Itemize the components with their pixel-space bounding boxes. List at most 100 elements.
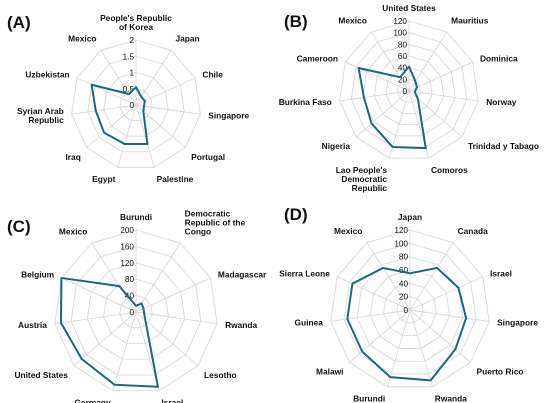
category-label: Egypt bbox=[92, 174, 115, 184]
grid-spoke bbox=[387, 309, 411, 387]
category-label: Palestine bbox=[157, 174, 194, 184]
category-label: Comoros bbox=[431, 165, 468, 175]
grid-spoke bbox=[409, 276, 483, 311]
grid-spoke bbox=[409, 309, 433, 387]
category-label: Singapore bbox=[208, 110, 249, 120]
category-label: Austria bbox=[18, 320, 47, 330]
category-label: Puerto Rico bbox=[477, 367, 524, 377]
category-label: Japan bbox=[175, 34, 199, 44]
panel-label: (C) bbox=[7, 217, 31, 236]
radial-tick-label: 0 bbox=[402, 87, 407, 96]
radial-tick-label: 0.5 bbox=[123, 85, 135, 94]
grid-ring bbox=[343, 242, 477, 375]
grid-spoke bbox=[71, 104, 137, 115]
grid-spoke bbox=[337, 276, 411, 311]
category-label: Germany bbox=[74, 397, 111, 403]
grid-spoke bbox=[135, 311, 218, 325]
category-label: Dominica bbox=[480, 54, 518, 64]
grid-spoke bbox=[370, 31, 410, 92]
grid-ring bbox=[369, 269, 451, 349]
grid-spoke bbox=[76, 77, 137, 106]
grid-ring bbox=[119, 88, 153, 122]
category-label: Rwanda bbox=[225, 320, 257, 330]
category-label: United States bbox=[14, 370, 68, 380]
grid-ring bbox=[373, 55, 445, 126]
category-label: Rwanda bbox=[435, 393, 467, 403]
grid-spoke bbox=[366, 242, 411, 311]
grid-spoke bbox=[100, 50, 137, 106]
radial-tick-label: 80 bbox=[398, 40, 408, 49]
category-label: Canada bbox=[458, 226, 489, 236]
radial-tick-label: 40 bbox=[398, 64, 408, 73]
category-label: Mexico bbox=[334, 226, 362, 236]
grid-spoke bbox=[117, 104, 137, 168]
radial-tick-label: 100 bbox=[393, 29, 407, 38]
grid-spoke bbox=[349, 309, 411, 363]
series-line bbox=[90, 83, 149, 145]
grid-spoke bbox=[408, 61, 473, 92]
grid-spoke bbox=[135, 77, 196, 106]
category-label: Portugal bbox=[191, 152, 225, 162]
grid-spoke bbox=[112, 311, 137, 391]
category-label: Burkina Faso bbox=[279, 97, 332, 107]
grid-spoke bbox=[73, 311, 137, 367]
radial-tick-label: 80 bbox=[399, 253, 409, 262]
grid-spoke bbox=[330, 309, 411, 322]
grid-spoke bbox=[91, 242, 137, 313]
radial-tick-label: 0 bbox=[403, 306, 408, 315]
series-line bbox=[357, 65, 427, 150]
category-label: Chile bbox=[202, 70, 223, 80]
grid-ring bbox=[87, 55, 185, 153]
grid-spoke bbox=[135, 242, 181, 313]
grid-spoke bbox=[135, 104, 155, 168]
radial-tick-label: 120 bbox=[393, 17, 407, 26]
grid-spoke bbox=[345, 61, 410, 92]
category-label: Norway bbox=[486, 97, 517, 107]
radial-tick-label: 1.5 bbox=[123, 52, 135, 61]
grid-ring bbox=[54, 229, 218, 392]
category-label: Singapore bbox=[497, 318, 538, 328]
radial-tick-label: 20 bbox=[398, 75, 408, 84]
category-label: Mauritius bbox=[451, 15, 489, 25]
grid-spoke bbox=[135, 104, 201, 115]
grid-ring bbox=[330, 229, 490, 388]
category-label: United States bbox=[382, 3, 436, 13]
grid-ring bbox=[362, 43, 456, 137]
category-label: Belgium bbox=[21, 270, 54, 280]
radial-tick-label: 60 bbox=[399, 266, 409, 275]
category-label: Guinea bbox=[295, 318, 324, 328]
grid-ring bbox=[71, 39, 201, 168]
grid-spoke bbox=[409, 309, 490, 322]
grid-spoke bbox=[61, 277, 137, 313]
category-label: Cameroon bbox=[297, 54, 338, 64]
radial-tick-label: 1 bbox=[129, 69, 134, 78]
radial-tick-label: 60 bbox=[398, 52, 408, 61]
grid-spoke bbox=[355, 90, 410, 138]
grid-ring bbox=[385, 67, 433, 114]
grid-spoke bbox=[339, 90, 410, 102]
category-label: Trinidad y Tabago bbox=[468, 141, 539, 151]
radial-tick-label: 160 bbox=[120, 242, 134, 251]
series-line bbox=[59, 276, 159, 388]
grid-ring bbox=[339, 20, 479, 159]
category-label: Burundi bbox=[120, 212, 152, 222]
radial-tick-label: 120 bbox=[120, 259, 134, 268]
radar-chart-2: 0 20 40 60 80 100 120 United StatesMauritiusDom… bbox=[279, 3, 539, 193]
series-line bbox=[346, 266, 468, 382]
category-label: Burundi bbox=[353, 393, 385, 403]
radial-tick-label: 200 bbox=[120, 226, 134, 235]
category-label: Uzbekistan bbox=[25, 70, 69, 80]
radial-tick-label: 80 bbox=[125, 275, 135, 284]
category-label: Mexico bbox=[338, 15, 366, 25]
category-label: Iraq bbox=[65, 152, 80, 162]
grid-spoke bbox=[409, 242, 454, 311]
radial-tick-label: 20 bbox=[399, 293, 409, 302]
grid-ring bbox=[383, 282, 437, 337]
category-label: Malawi bbox=[316, 367, 343, 377]
radial-tick-label: 40 bbox=[125, 292, 135, 301]
